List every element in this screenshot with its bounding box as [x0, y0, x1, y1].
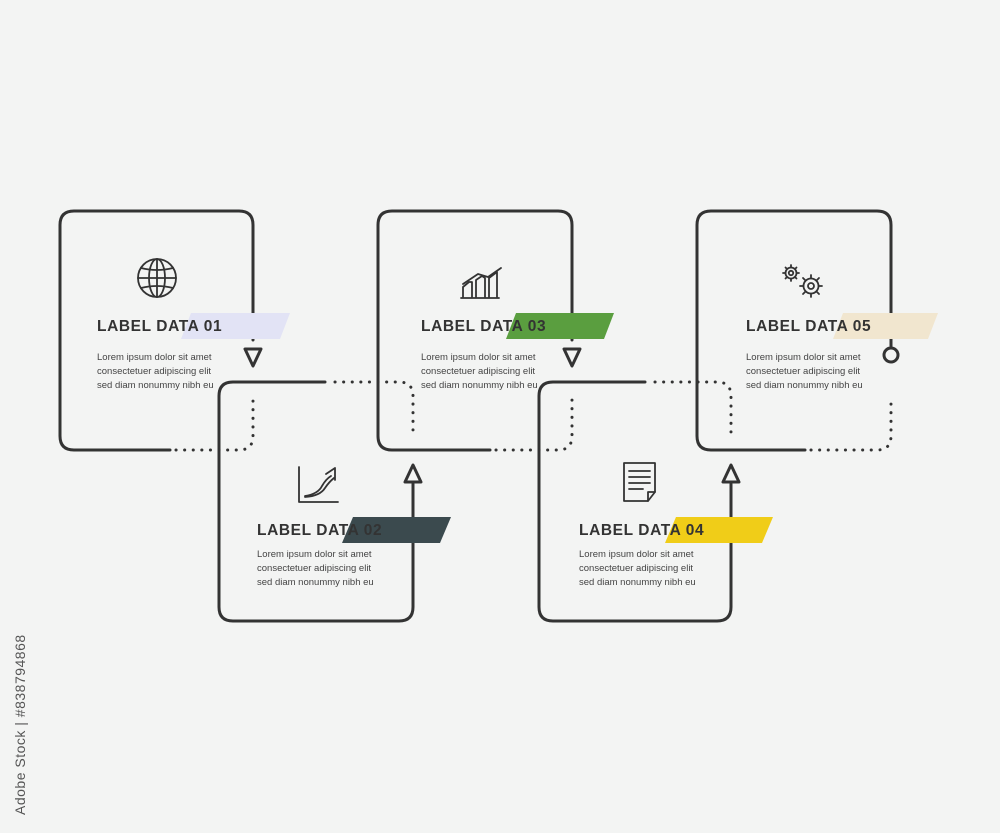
step-03-accent [506, 313, 614, 339]
step-04-label: LABEL DATA 04 [579, 522, 705, 539]
step-01-desc-line-3: sed diam nonummy nibh eu [97, 380, 214, 391]
step-04-arrow [721, 463, 741, 484]
bar-chart-icon [460, 267, 502, 299]
document-icon [623, 462, 656, 502]
step-03-description: Lorem ipsum dolor sit amet consectetuer … [421, 351, 591, 393]
step-05-description: Lorem ipsum dolor sit amet consectetuer … [746, 351, 916, 393]
step-04-desc-line-1: Lorem ipsum dolor sit amet [579, 549, 694, 560]
step-04-description: Lorem ipsum dolor sit amet consectetuer … [579, 548, 749, 590]
step-04-desc-line-3: sed diam nonummy nibh eu [579, 577, 696, 588]
step-05-desc-line-1: Lorem ipsum dolor sit amet [746, 352, 861, 363]
globe-icon [137, 258, 177, 298]
dotted-connector-2 [333, 380, 415, 438]
gears-icon [782, 264, 823, 298]
dotted-connector-4 [653, 380, 733, 438]
step-04-accent [665, 517, 773, 543]
step-05-label: LABEL DATA 05 [746, 318, 872, 335]
dotted-connector-5 [809, 394, 893, 452]
step-02-label: LABEL DATA 02 [257, 522, 383, 539]
step-02-desc-line-2: consectetuer adipiscing elit [257, 563, 372, 574]
dotted-connector-3 [494, 394, 574, 452]
step-02-accent [342, 517, 451, 543]
step-04-frame [537, 380, 733, 623]
step-01-frame [58, 209, 255, 452]
step-03-desc-line-2: consectetuer adipiscing elit [421, 366, 536, 377]
step-05-accent [833, 313, 938, 339]
step-01-desc-line-2: consectetuer adipiscing elit [97, 366, 212, 377]
step-04-desc-line-2: consectetuer adipiscing elit [579, 563, 694, 574]
step-05-frame [695, 209, 893, 452]
step-03-desc-line-3: sed diam nonummy nibh eu [421, 380, 538, 391]
step-05-desc-line-3: sed diam nonummy nibh eu [746, 380, 863, 391]
step-02-desc-line-3: sed diam nonummy nibh eu [257, 577, 374, 588]
step-03-frame [376, 209, 574, 452]
step-01-accent [181, 313, 290, 339]
step-03-arrow [562, 347, 582, 368]
step-01-label: LABEL DATA 01 [97, 318, 223, 335]
dotted-connector-1 [174, 394, 255, 452]
step-02-frame [217, 380, 415, 623]
step-01-arrow [243, 347, 263, 368]
step-05-end-dot [882, 346, 900, 364]
step-03-desc-line-1: Lorem ipsum dolor sit amet [421, 352, 536, 363]
step-02-description: Lorem ipsum dolor sit amet consectetuer … [257, 548, 427, 590]
step-01-description: Lorem ipsum dolor sit amet consectetuer … [97, 351, 267, 393]
growth-chart-icon [298, 466, 339, 503]
step-02-arrow [403, 463, 423, 484]
step-05-desc-line-2: consectetuer adipiscing elit [746, 366, 861, 377]
step-03-label: LABEL DATA 03 [421, 318, 547, 335]
stock-watermark: Adobe Stock | #838794868 [12, 634, 28, 815]
step-02-desc-line-1: Lorem ipsum dolor sit amet [257, 549, 372, 560]
step-01-desc-line-1: Lorem ipsum dolor sit amet [97, 352, 212, 363]
